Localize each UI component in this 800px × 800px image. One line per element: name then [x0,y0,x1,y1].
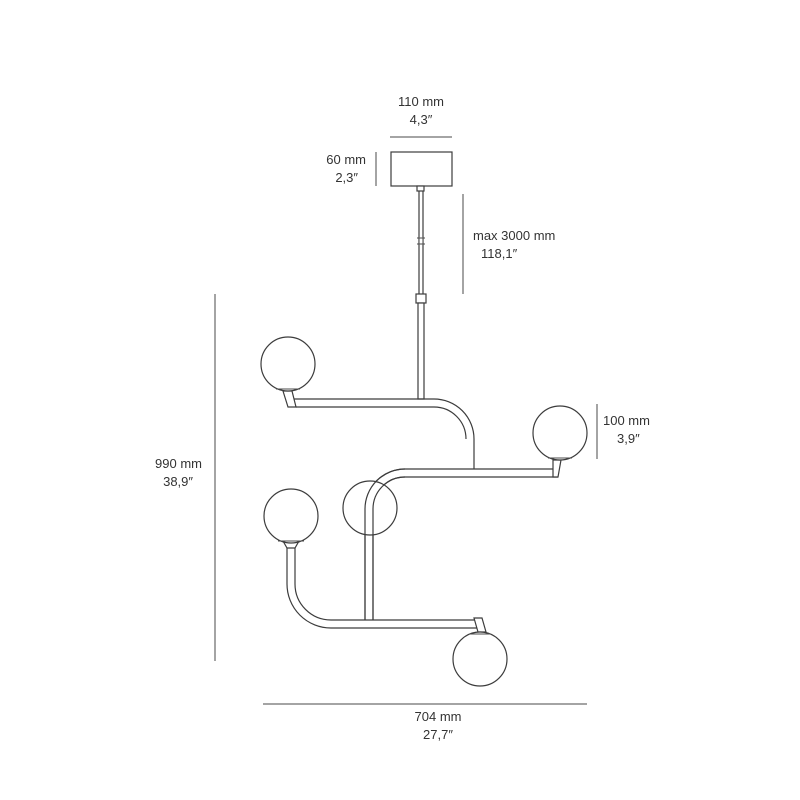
canopy-width-imperial: 4,3″ [410,112,433,127]
middle-arm-front-rail [364,468,406,620]
fixture-width-imperial: 27,7″ [423,727,453,742]
canopy-width-dimension: 110 mm 4,3″ [390,94,452,138]
holder-bottom [473,617,487,633]
rod-coupling [415,293,427,304]
globe-top-left-icon [260,336,316,392]
canopy-height-dimension: 60 mm 2,3″ [326,152,377,186]
holder-top-left [282,390,297,408]
globe-bottom-left-icon [263,488,319,544]
globe-diameter-dimension: 100 mm 3,9″ [596,404,650,459]
globe-center-icon [342,480,398,536]
fixture-width-dimension: 704 mm 27,7″ [263,703,587,742]
canopy-height-imperial: 2,3″ [335,170,358,185]
center-stem [417,302,425,400]
canopy-height-metric: 60 mm [326,152,366,167]
middle-arm-back-rail [372,476,406,620]
holder-right [552,459,562,478]
bottom-arm [286,548,482,629]
canopy-connector [416,185,425,192]
fixture-height-metric: 990 mm [155,456,202,471]
globe-right-icon [532,405,588,461]
ceiling-canopy [390,151,453,187]
fixture-height-dimension: 990 mm 38,9″ [155,294,216,661]
globe-bottom-icon [452,631,508,687]
cable-length-imperial: 118,1″ [481,246,518,261]
globe-diameter-imperial: 3,9″ [617,431,640,446]
top-arm [288,398,475,469]
fixture-height-imperial: 38,9″ [163,474,193,489]
middle-arm [364,468,558,620]
fixture-width-metric: 704 mm [415,709,462,724]
globe-holders [281,390,562,633]
canopy-width-metric: 110 mm [398,94,444,109]
suspension-cable [417,191,425,294]
glass-globes [260,336,588,687]
cable-length-metric: max 3000 mm [473,228,555,243]
cable-length-dimension: max 3000 mm 118,1″ [462,194,555,294]
globe-diameter-metric: 100 mm [603,413,650,428]
